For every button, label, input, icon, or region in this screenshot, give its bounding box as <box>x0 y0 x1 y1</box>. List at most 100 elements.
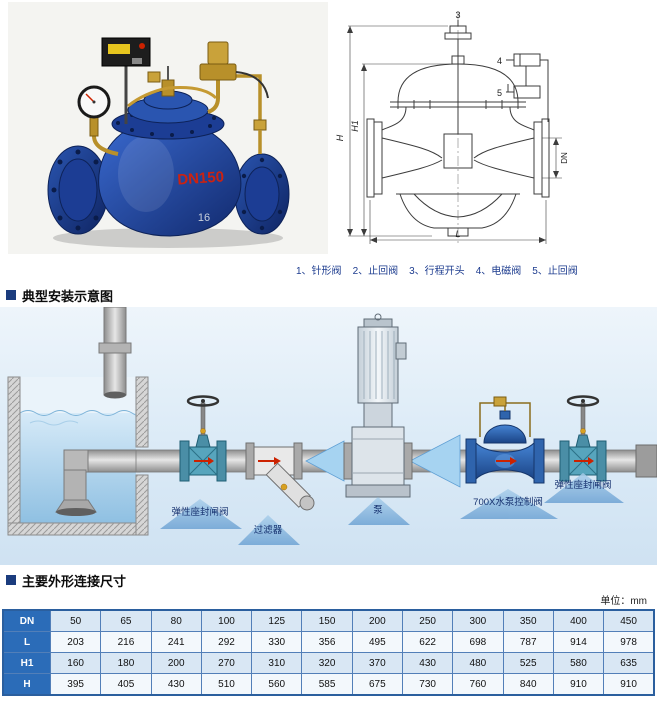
brass-piping <box>92 66 267 156</box>
unit-note: 单位：mm <box>600 596 647 607</box>
dim-cell: 430 <box>150 673 202 696</box>
dim-cell: 216 <box>100 631 152 653</box>
section-header-install: 典型安装示意图 <box>6 288 657 304</box>
drawing-lines <box>366 12 550 246</box>
row-header-h: H <box>2 673 51 696</box>
dim-cell: 80 <box>150 609 202 632</box>
dim-label-h1: H1 <box>350 120 360 132</box>
callout-5: 5 <box>497 88 502 98</box>
inlet-pipe <box>98 306 132 399</box>
product-photo: DN150 16 <box>8 2 328 254</box>
dim-cell: 495 <box>351 631 403 653</box>
dim-cell: 200 <box>150 652 202 674</box>
valve-body <box>98 90 242 237</box>
top-section: DN150 16 <box>0 0 657 280</box>
installation-svg: 弹性座封闸阀 过滤器 泵 700X水泵控制阀 弹性座封闸阀 <box>0 306 657 565</box>
dimension-arrows <box>347 26 559 243</box>
stencil-text: DN150 <box>177 168 225 188</box>
pressure-gauge <box>77 85 111 137</box>
part-item: 5、止回阀 <box>532 266 578 277</box>
control-valve-700x <box>465 396 545 484</box>
pump <box>343 313 413 498</box>
dim-cell: 450 <box>603 609 655 632</box>
dim-cell: 320 <box>301 652 353 674</box>
dim-cell: 292 <box>200 631 253 653</box>
dim-cell: 200 <box>351 609 403 632</box>
dim-cell: 125 <box>251 609 303 632</box>
dim-cell: 698 <box>452 631 504 653</box>
section-title: 主要外形连接尺寸 <box>22 573 127 589</box>
dim-cell: 914 <box>552 631 605 653</box>
dim-cell: 910 <box>552 673 605 696</box>
dim-cell: 356 <box>301 631 353 653</box>
label-gate-valve-right: 弹性座封闸阀 <box>554 479 611 491</box>
dim-label-dn: DN <box>560 152 569 164</box>
dim-cell: 560 <box>251 673 303 696</box>
part-item: 1、针形阀 <box>296 266 342 277</box>
dim-cell: 525 <box>502 652 554 674</box>
label-strainer: 过滤器 <box>254 524 283 536</box>
dim-cell: 180 <box>100 652 152 674</box>
section-header-dimensions: 主要外形连接尺寸 <box>6 573 657 589</box>
callout-4: 4 <box>497 56 502 66</box>
row-header-l: L <box>2 631 51 653</box>
valve-shadow <box>53 228 283 248</box>
dim-cell: 910 <box>603 673 655 696</box>
part-item: 4、电磁阀 <box>475 266 522 277</box>
section-bullet-icon <box>6 575 16 585</box>
solenoid-valve <box>199 41 269 99</box>
dim-cell: 395 <box>49 673 102 696</box>
valve-photo-svg: DN150 16 <box>8 2 328 254</box>
dim-cell: 760 <box>452 673 504 696</box>
gate-valve-left <box>179 395 227 482</box>
suction-elbow <box>55 449 141 516</box>
dim-cell: 787 <box>502 631 554 653</box>
dimension-drawing: 3 4 5 H H1 L DN <box>335 8 652 254</box>
label-gate-valve-left: 弹性座封闸阀 <box>171 506 228 518</box>
dim-cell: 400 <box>552 609 605 632</box>
dim-cell: 330 <box>251 631 303 653</box>
dim-cell: 50 <box>49 609 102 632</box>
label-mounds <box>160 473 624 545</box>
dim-cell: 300 <box>452 609 504 632</box>
row-header-dn: DN <box>2 609 51 632</box>
reducer-cone-right <box>409 434 461 488</box>
limit-switch-box <box>101 37 151 124</box>
dim-cell: 978 <box>603 631 655 653</box>
dim-cell: 840 <box>502 673 554 696</box>
section-bullet-icon <box>6 290 16 300</box>
valve-drawing-svg: 3 4 5 H H1 L DN <box>335 10 569 246</box>
section-title: 典型安装示意图 <box>22 288 114 304</box>
part-item: 3、行程开头 <box>409 266 465 277</box>
pipe-end-coupling <box>635 444 657 478</box>
dim-cell: 430 <box>401 652 454 674</box>
dim-cell: 370 <box>351 652 403 674</box>
dim-cell: 635 <box>603 652 655 674</box>
dim-cell: 730 <box>401 673 454 696</box>
dim-cell: 580 <box>552 652 605 674</box>
rating-text: 16 <box>198 212 210 224</box>
dim-cell: 350 <box>502 609 554 632</box>
right-flange <box>234 153 290 235</box>
label-control-valve: 700X水泵控制阀 <box>473 496 543 508</box>
dim-cell: 250 <box>401 609 454 632</box>
dim-label-l: L <box>455 229 460 239</box>
dim-cell: 585 <box>301 673 353 696</box>
dim-cell: 203 <box>49 631 102 653</box>
y-strainer <box>245 442 315 511</box>
dim-cell: 675 <box>351 673 403 696</box>
dim-cell: 510 <box>200 673 253 696</box>
dim-cell: 270 <box>200 652 253 674</box>
dim-label-h: H <box>336 134 345 141</box>
row-header-h1: H1 <box>2 652 51 674</box>
dim-cell: 241 <box>150 631 202 653</box>
label-pump: 泵 <box>373 505 383 516</box>
dim-cell: 622 <box>401 631 454 653</box>
